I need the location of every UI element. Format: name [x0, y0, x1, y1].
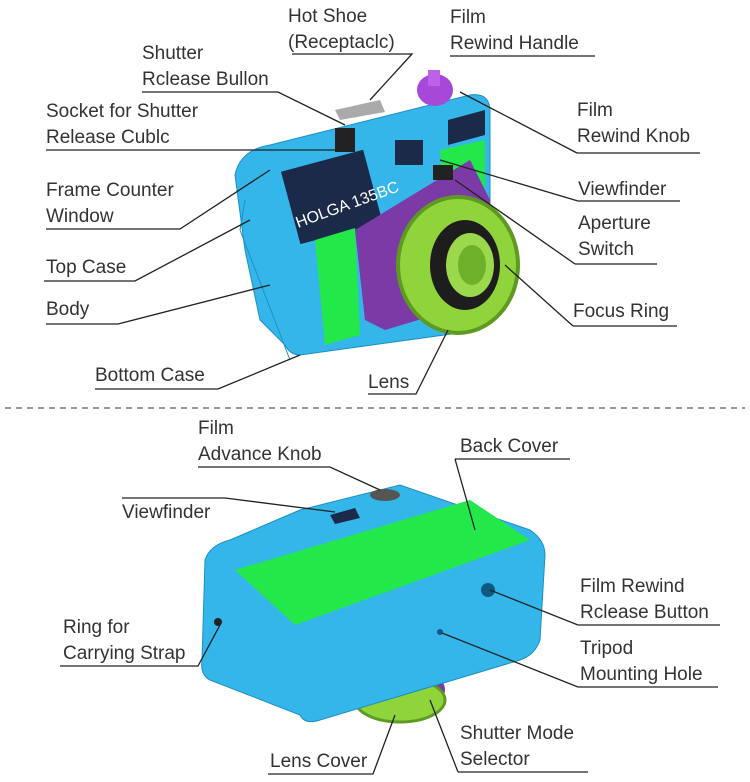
label-line: Film	[450, 7, 486, 28]
label-line: Frame Counter	[46, 180, 174, 201]
camera-back-view	[201, 484, 546, 724]
label-lens: Lens	[368, 372, 410, 393]
label-line: Rclease Button	[580, 602, 709, 623]
label-line: Rewind Handle	[450, 33, 579, 54]
back-cover-panel	[235, 500, 530, 625]
label-lens-cover: Lens Cover	[270, 751, 368, 772]
holga-badge	[281, 149, 383, 245]
label-focus-ring: Focus Ring	[573, 301, 670, 322]
label-line: Mounting Hole	[580, 664, 703, 685]
label-line: (Receptaclc)	[288, 32, 395, 53]
label-line: Window	[46, 206, 114, 227]
label-line: Socket for Shutter	[46, 101, 199, 122]
label-line: Selector	[460, 749, 530, 770]
label-hot-shoe: Hot Shoe (Receptaclc)	[288, 4, 395, 56]
top-leader-lines	[44, 53, 700, 395]
label-line: Rclease Bullon	[142, 69, 269, 90]
label-line: Ring for	[63, 617, 130, 638]
camera-front-view: HOLGA 135BC	[234, 70, 520, 361]
label-line: Film	[577, 100, 613, 121]
label-back-cover: Back Cover	[460, 436, 559, 457]
label-viewfinder-back: Viewfinder	[122, 502, 211, 523]
bottom-leader-lines	[60, 458, 720, 775]
rewind-knob	[417, 74, 453, 106]
label-line: Tripod	[580, 638, 634, 659]
label-line: Shutter	[142, 43, 204, 64]
label-line: Advance Knob	[198, 444, 322, 465]
label-line: Aperture	[578, 213, 651, 234]
label-line: Shutter Mode	[460, 723, 575, 744]
release-socket	[335, 128, 355, 152]
label-line: Film	[198, 418, 234, 439]
label-line: Rewind Knob	[577, 126, 691, 147]
label-line: Carrying Strap	[63, 643, 186, 664]
rewind-release-button	[481, 583, 495, 597]
label-line: Film Rewind	[580, 576, 685, 597]
label-body: Body	[46, 299, 90, 320]
label-bottom-case: Bottom Case	[95, 365, 205, 386]
label-line: Release Cublc	[46, 127, 170, 148]
label-top-case: Top Case	[46, 257, 127, 278]
label-viewfinder: Viewfinder	[578, 179, 667, 200]
strap-ring	[214, 618, 222, 626]
tripod-hole	[437, 629, 443, 635]
label-line: Hot Shoe	[288, 6, 368, 27]
label-line: Switch	[578, 239, 634, 260]
